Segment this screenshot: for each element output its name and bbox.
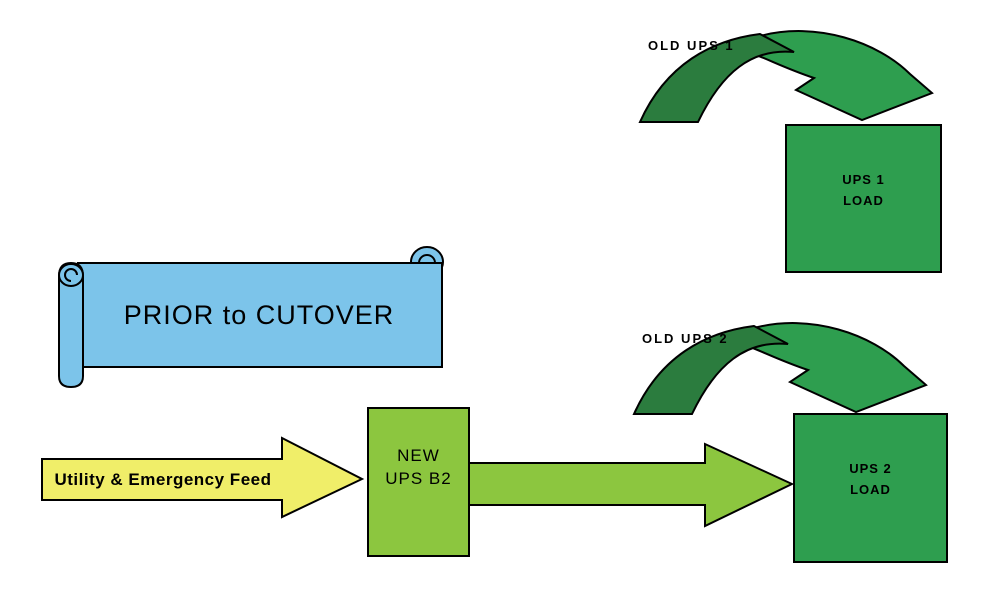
old-ups2-arrow-tail-band: [632, 324, 789, 415]
new-ups-b2-label-line1: NEW: [397, 446, 440, 466]
new-feed-arrow-shape: [468, 442, 794, 528]
banner-scroll-shape: [58, 246, 444, 389]
scroll-roll-end: [58, 263, 84, 287]
new-ups-b2-label-line2: UPS B2: [385, 469, 452, 488]
ups2-load-label-line1: UPS 2: [849, 461, 892, 477]
scroll-body: [77, 262, 443, 368]
banner-title: PRIOR to CUTOVER: [123, 300, 395, 330]
scroll-roll-left: [58, 261, 84, 389]
old-ups1-curved-arrow: [638, 30, 934, 123]
utility-feed-arrow: [41, 436, 365, 519]
ups1-load-label-line2: LOAD: [843, 192, 884, 208]
old-ups1-arrow-tail-band: [638, 32, 795, 123]
old-ups2-arrow-head-band: [740, 322, 928, 414]
new-feed-arrow: [468, 442, 794, 528]
utility-feed-arrow-shape: [41, 436, 365, 519]
old-ups1-label: OLD UPS 1: [648, 38, 735, 53]
ups2-load-label-line2: LOAD: [850, 482, 891, 497]
ups2-load-box: UPS 2 LOAD: [793, 413, 948, 563]
old-ups1-arrow-head-band: [746, 30, 934, 122]
ups1-load-label-line1: UPS 1: [842, 171, 885, 187]
scroll-roll-hook: [64, 268, 78, 282]
old-ups2-curved-arrow: [632, 322, 928, 415]
utility-feed-label: Utility & Emergency Feed: [54, 469, 272, 489]
new-ups-b2-box: NEW UPS B2: [367, 407, 470, 557]
old-ups2-label: OLD UPS 2: [642, 331, 729, 346]
ups1-load-box: UPS 1 LOAD: [785, 124, 942, 273]
